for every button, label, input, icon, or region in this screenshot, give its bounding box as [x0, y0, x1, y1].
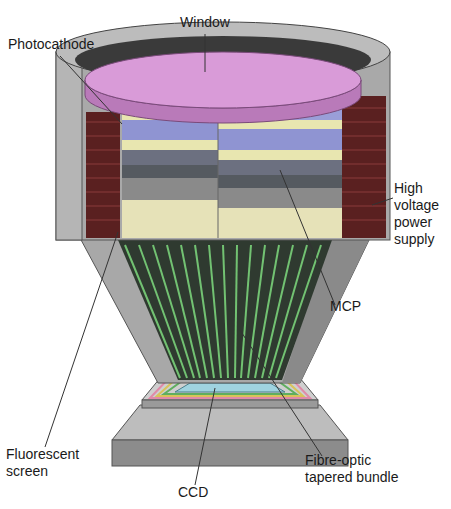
- layer-stack: [218, 160, 342, 175]
- power-supply-coil: [86, 192, 120, 193]
- power-supply-coil: [342, 206, 386, 207]
- fibre-bundle: [153, 245, 194, 378]
- power-supply-coil: [86, 122, 120, 123]
- leader-line: [195, 388, 215, 485]
- tapered-housing: [118, 240, 332, 380]
- leader-line: [60, 56, 122, 124]
- cylinder-housing: [56, 22, 390, 240]
- cylinder-housing: [56, 52, 390, 240]
- window-disk: [85, 52, 361, 123]
- leader-line: [205, 34, 206, 72]
- tapered-housing: [80, 238, 370, 383]
- part-label: MCP: [330, 298, 390, 315]
- power-supply-coil: [342, 192, 386, 193]
- fibre-bundle: [209, 245, 221, 378]
- window-disk: [85, 52, 361, 108]
- power-supply-coil: [86, 112, 120, 238]
- fibre-bundle: [269, 245, 307, 378]
- fibre-bundle: [125, 245, 321, 378]
- power-supply-coil: [86, 136, 120, 137]
- power-supply-coil: [342, 150, 386, 151]
- layer-stack: [218, 129, 342, 150]
- base-platform: [175, 383, 285, 392]
- layer-stack: [122, 150, 218, 165]
- power-supply-coil: [342, 108, 386, 109]
- power-supply-coil: [342, 96, 386, 238]
- layer-stack: [218, 175, 342, 188]
- power-supply-coil: [342, 220, 386, 221]
- fibre-bundle: [181, 245, 207, 378]
- fibre-bundle: [223, 245, 228, 378]
- power-supply-coil: [86, 150, 120, 151]
- layer-stack: [122, 140, 218, 150]
- power-supply-coil: [342, 178, 386, 179]
- power-supply-coil: [86, 164, 120, 165]
- leader-line: [45, 232, 118, 447]
- part-label: CCD: [178, 484, 238, 501]
- leader-line: [372, 198, 393, 205]
- power-supply-coil: [342, 164, 386, 165]
- base-platform: [112, 372, 348, 466]
- fibre-bundle: [235, 245, 237, 378]
- power-supply-coil: [342, 136, 386, 137]
- part-label: Fluorescent screen: [6, 446, 98, 480]
- fibre-bundle: [248, 245, 265, 378]
- part-label: High voltage power supply: [394, 180, 451, 248]
- tapered-housing: [80, 238, 370, 383]
- base-platform: [112, 405, 348, 440]
- power-supply-coil: [86, 206, 120, 207]
- layer-stack: [218, 188, 342, 208]
- layer-stack: [218, 208, 342, 238]
- part-label: Photocathode: [8, 36, 128, 53]
- layer-stack: [218, 150, 342, 160]
- cylinder-housing: [56, 52, 82, 240]
- fibre-bundle: [167, 245, 200, 378]
- fibre-bundle: [276, 245, 321, 378]
- fibre-bundle: [139, 245, 187, 378]
- base-platform: [142, 400, 318, 408]
- leader-line: [280, 170, 335, 305]
- power-supply-coil: [86, 220, 120, 221]
- layer-stack: [122, 178, 218, 200]
- part-label: Window: [160, 14, 250, 31]
- layer-stack: [122, 165, 218, 178]
- fibre-bundle: [241, 245, 251, 378]
- part-label: Fibre-optic tapered bundle: [305, 452, 417, 486]
- layer-stack: [122, 200, 218, 238]
- leader-line: [240, 330, 322, 456]
- power-supply-coil: [86, 178, 120, 179]
- power-supply-coil: [342, 122, 386, 123]
- leader-line: [45, 34, 393, 485]
